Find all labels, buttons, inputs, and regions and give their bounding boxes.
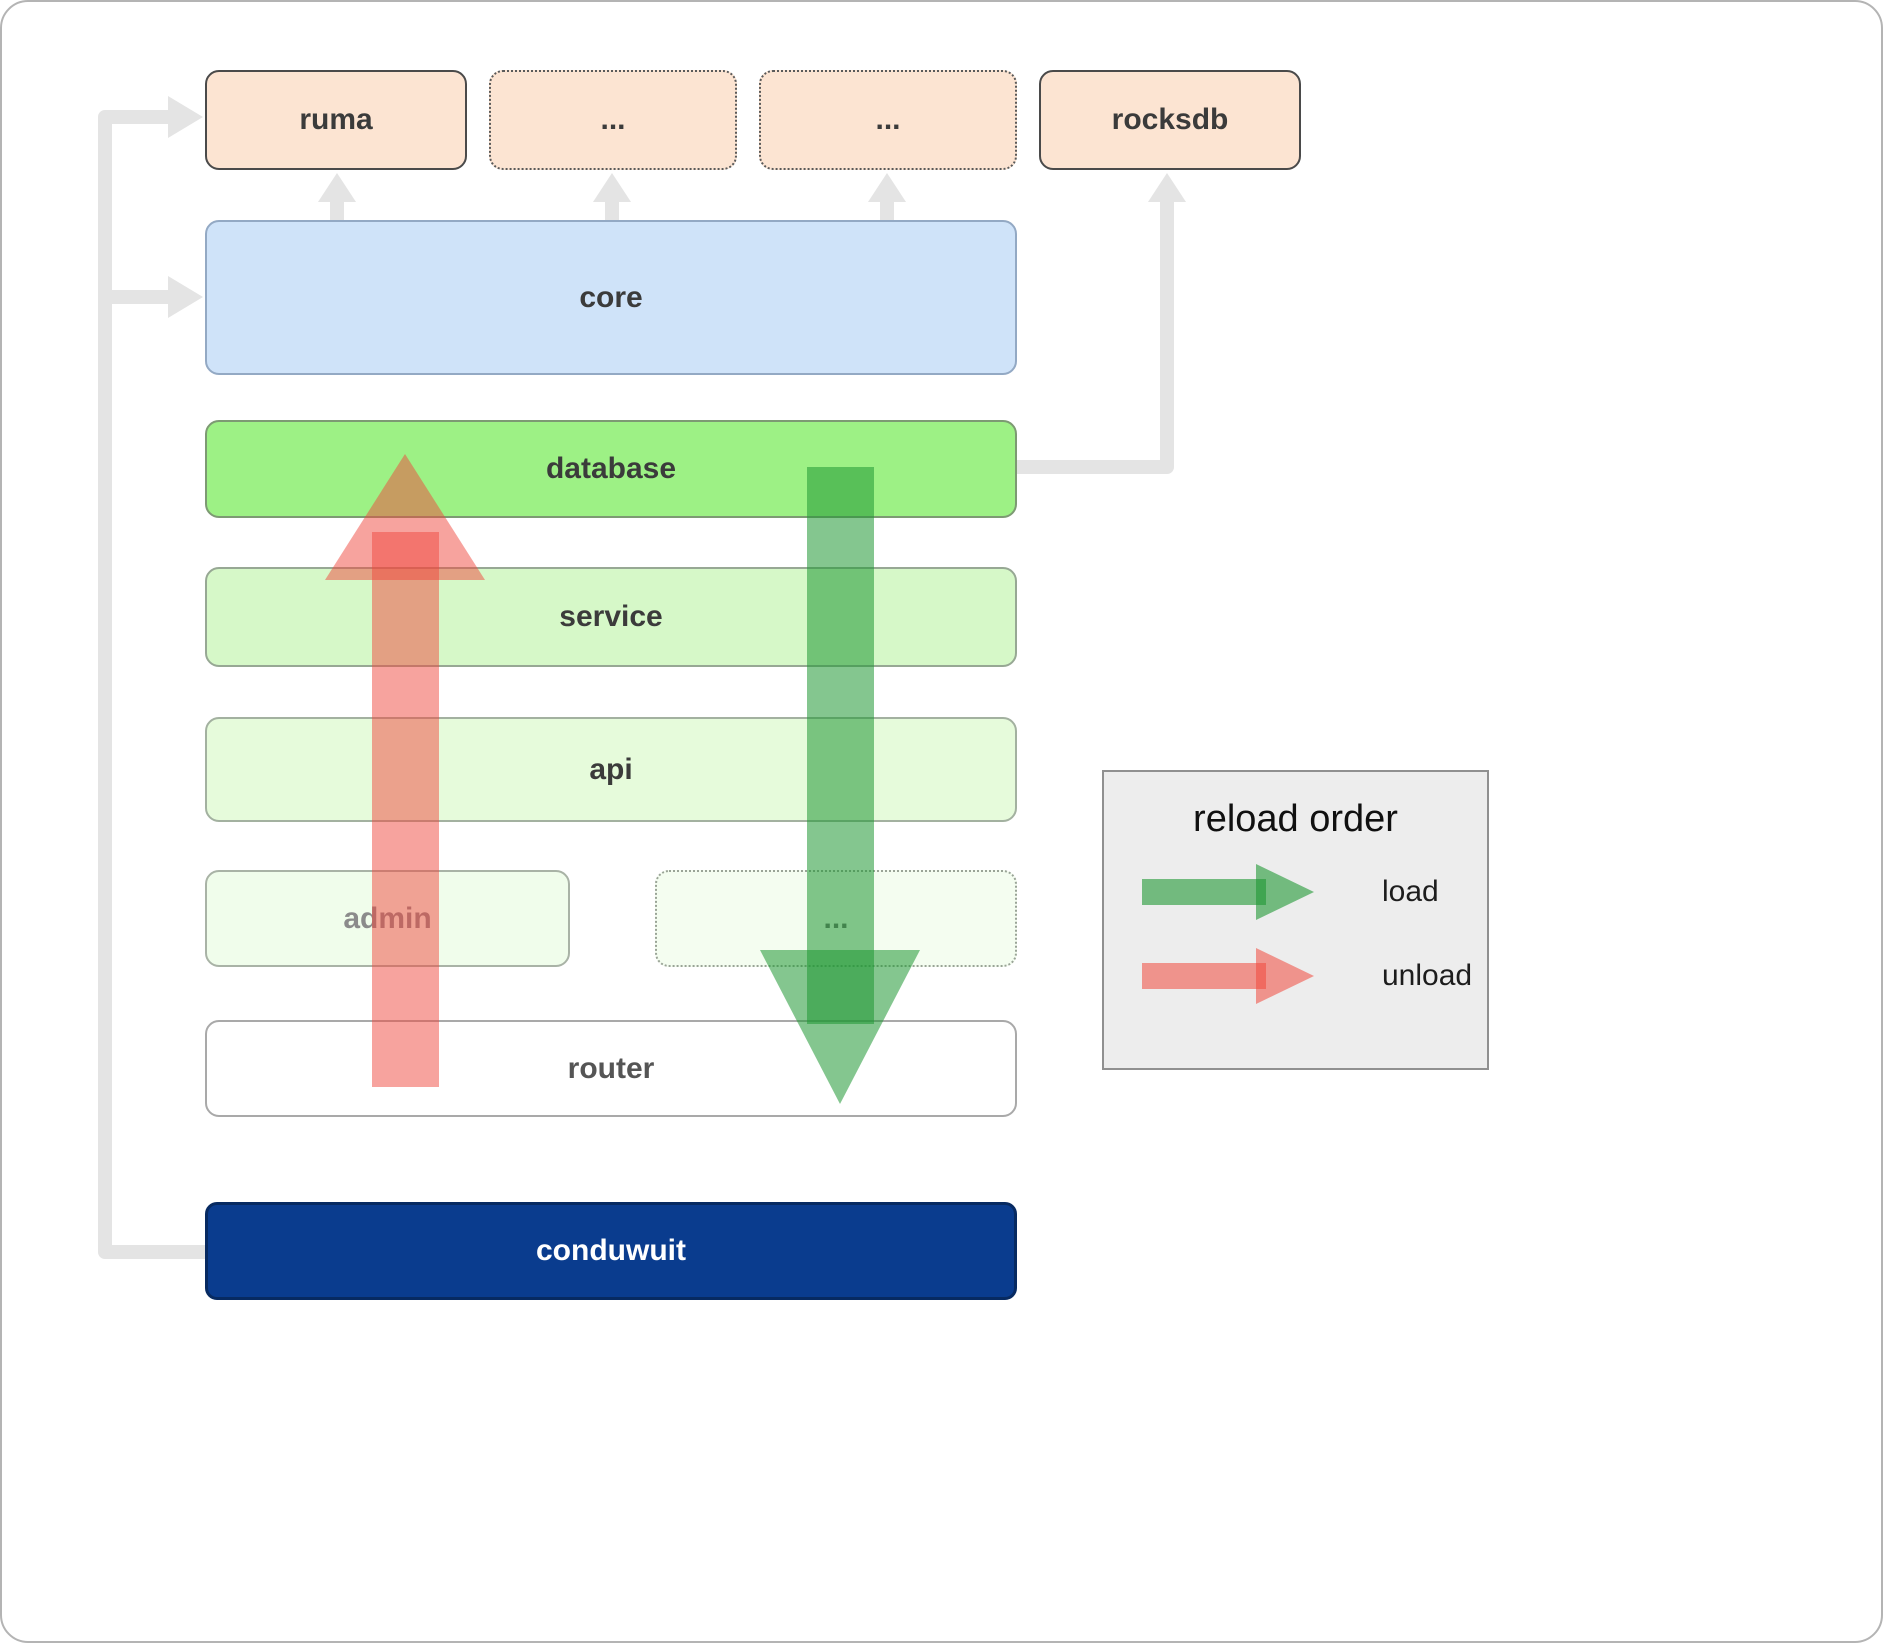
box-top-dots-2: ... (759, 70, 1017, 170)
box-router: router (205, 1020, 1017, 1117)
arrowhead-into-ruma (168, 96, 203, 138)
arrowhead-into-rocksdb (1148, 173, 1186, 202)
box-rocksdb-label: rocksdb (1111, 103, 1229, 136)
box-conduwuit: conduwuit (205, 1202, 1017, 1300)
box-rocksdb: rocksdb (1039, 70, 1301, 170)
box-mid-dots: ... (655, 870, 1017, 967)
box-core: core (205, 220, 1017, 375)
legend-load-label: load (1382, 875, 1439, 908)
box-database: database (205, 420, 1017, 518)
box-admin: admin (205, 870, 570, 967)
box-api-label: api (589, 752, 633, 786)
box-database-label: database (545, 452, 677, 485)
legend-unload-label: unload (1382, 959, 1473, 992)
box-service-label: service (559, 600, 663, 633)
arrowhead-core-dots2 (868, 173, 906, 202)
unload-arrow-icon (1142, 948, 1314, 1004)
box-mid-dots-label: ... (823, 901, 849, 935)
box-top-dots-1-label: ... (600, 103, 626, 136)
arrowhead-into-core (168, 276, 203, 318)
legend-title: reload order (1193, 798, 1398, 840)
box-service: service (205, 567, 1017, 667)
legend-panel: reload order load unload (1102, 770, 1489, 1070)
legend-row-load: load (1104, 859, 1487, 925)
arrowhead-core-dots1 (593, 173, 631, 202)
box-core-label: core (579, 280, 643, 314)
box-conduwuit-label: conduwuit (536, 1234, 686, 1267)
box-api: api (205, 717, 1017, 822)
box-top-dots-1: ... (489, 70, 737, 170)
box-top-dots-2-label: ... (875, 103, 901, 136)
box-admin-label: admin (343, 901, 432, 935)
connector-conduwuit-to-ruma (98, 110, 205, 1259)
load-arrow-icon (1142, 864, 1314, 920)
box-ruma-label: ruma (299, 103, 373, 136)
box-router-label: router (567, 1051, 655, 1085)
box-ruma: ruma (205, 70, 467, 170)
arrowhead-core-ruma (318, 173, 356, 202)
connector-database-to-rocksdb (1017, 200, 1174, 474)
legend-row-unload: unload (1104, 943, 1487, 1009)
